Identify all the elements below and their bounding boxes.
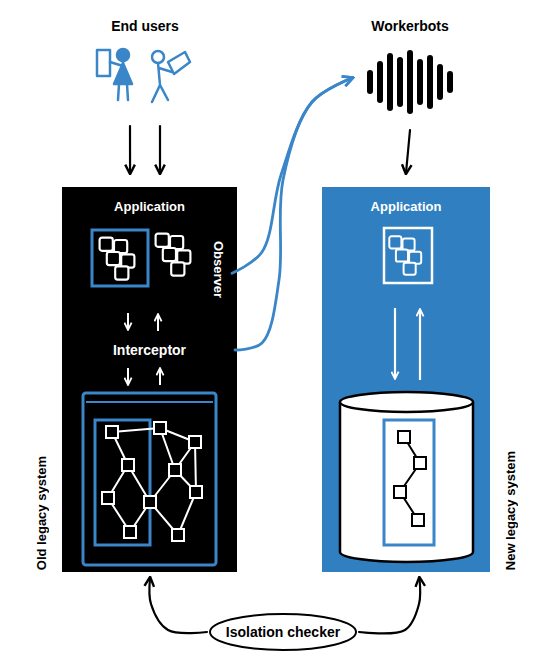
new-inner-arrows	[419, 310, 421, 380]
workerbot-waveform	[427, 58, 433, 106]
checker-ellipse: Isolation checker	[208, 612, 358, 652]
node-label: Isolation checker	[208, 612, 358, 652]
workerbot-waveform	[447, 74, 453, 90]
workerbot-waveform	[367, 73, 373, 91]
new-database	[340, 402, 473, 562]
flow-arrow	[359, 578, 420, 633]
node-label: Observer	[211, 241, 226, 298]
component-label: Observer	[208, 239, 230, 315]
person-dress	[114, 63, 132, 84]
person-limbs	[152, 63, 172, 102]
extracted-part	[384, 420, 434, 545]
component-label: Interceptor	[62, 339, 237, 361]
extracted-part	[95, 420, 150, 545]
old-database	[86, 401, 213, 403]
new-app-icon	[384, 228, 432, 283]
flow-arrow	[232, 78, 352, 273]
graph-nodes	[122, 459, 134, 471]
graph-nodes	[394, 486, 406, 498]
graph-nodes	[190, 486, 202, 498]
selection-frame	[384, 228, 432, 283]
old-inner-arrows	[127, 368, 129, 384]
graph-nodes	[398, 431, 410, 443]
old-inner-arrows	[127, 313, 129, 329]
workerbot-waveform	[437, 67, 443, 97]
workerbot-waveform	[417, 62, 423, 102]
flow-arrow	[159, 126, 161, 173]
workerbot-waveform	[407, 53, 413, 111]
node-label: End users	[95, 18, 195, 34]
graph-nodes	[172, 529, 184, 541]
system-panel: ApplicationNew legacy system	[322, 187, 490, 572]
old-inner-arrows	[128, 313, 160, 385]
flow-arrow	[150, 578, 207, 633]
node-side-label: New legacy system	[503, 451, 518, 570]
graph-nodes	[394, 431, 426, 526]
graph-nodes	[412, 514, 424, 526]
graph-nodes	[189, 436, 201, 448]
graph-nodes	[154, 422, 166, 434]
person-head	[152, 51, 164, 63]
graph-nodes	[124, 526, 136, 538]
workerbot-waveform	[377, 64, 383, 100]
graph-nodes	[144, 496, 156, 508]
new-inner-arrows	[395, 308, 420, 380]
workerbot-waveform	[370, 53, 450, 111]
new-inner-arrows	[394, 308, 396, 378]
person-head	[117, 49, 129, 61]
connector-group	[130, 78, 420, 633]
module-stack	[100, 238, 135, 280]
selection-frame	[92, 230, 148, 286]
old-inner-arrows	[159, 369, 161, 385]
graph-nodes	[106, 426, 118, 438]
graph-nodes	[169, 464, 181, 476]
laptop-icon	[168, 52, 190, 74]
graph-links	[400, 437, 420, 520]
old-database	[83, 393, 216, 565]
door-icon	[97, 50, 110, 76]
new-database	[340, 392, 473, 412]
node-label: Interceptor	[62, 339, 237, 361]
workerbot-waveform	[387, 56, 393, 108]
old-database	[83, 393, 216, 565]
new-database	[340, 392, 473, 562]
node-label: Application	[322, 199, 490, 214]
person-limbs	[110, 61, 128, 100]
module-stack	[389, 236, 421, 274]
flow-arrow	[235, 78, 352, 350]
module-stack	[156, 234, 191, 276]
actor-group: End users	[95, 18, 195, 118]
actor-group: Workerbots	[355, 18, 465, 118]
node-label: Workerbots	[355, 18, 465, 34]
node-side-label: Old legacy system	[34, 456, 49, 570]
workerbot-waveform	[397, 60, 403, 104]
flow-arrow	[406, 130, 410, 173]
graph-nodes	[102, 422, 202, 541]
flow-arrow	[129, 126, 131, 173]
node-label: Application	[62, 199, 237, 214]
system-panel: ApplicationOld legacy systemObserverInte…	[62, 187, 237, 572]
end-user-figures	[97, 49, 190, 102]
old-inner-arrows	[157, 315, 159, 331]
graph-links	[108, 428, 196, 535]
graph-nodes	[414, 457, 426, 469]
old-app-icons	[92, 230, 190, 286]
graph-nodes	[102, 492, 114, 504]
